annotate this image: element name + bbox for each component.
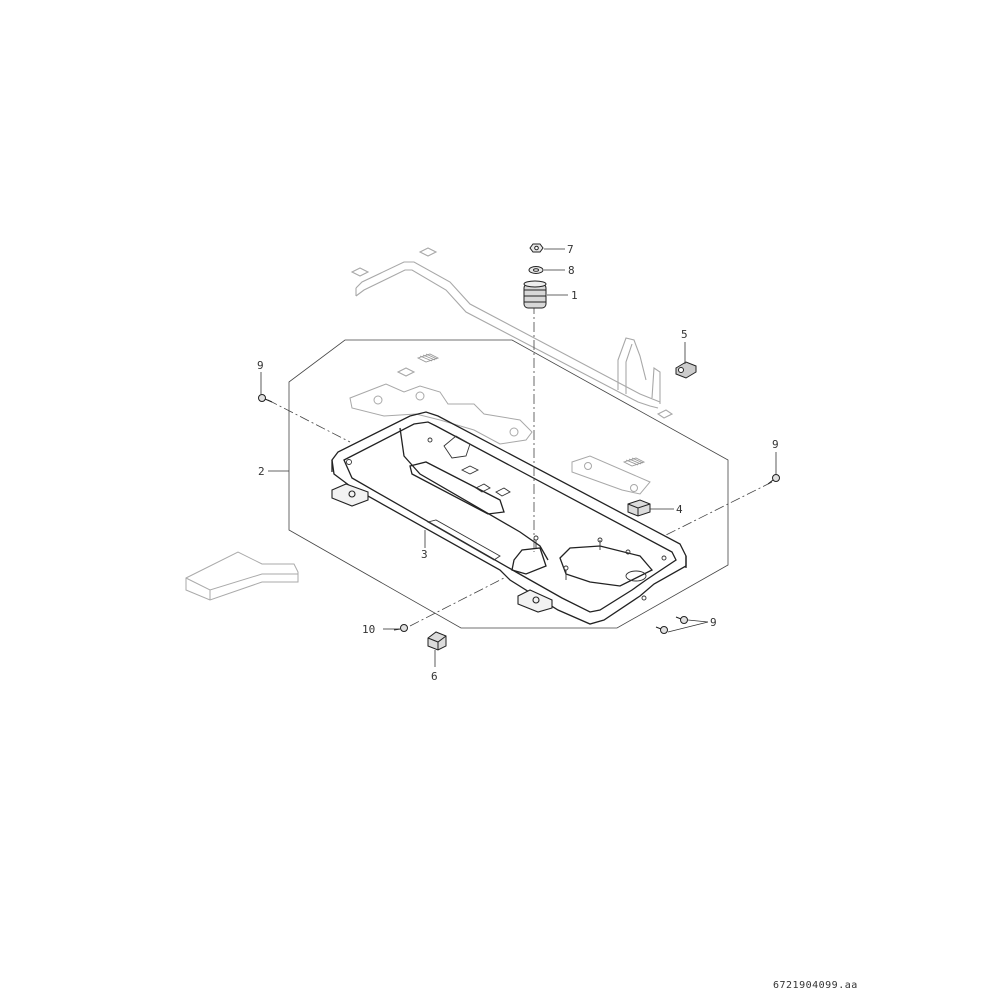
foam-pads — [416, 353, 646, 467]
leader-lines — [260, 248, 777, 667]
callout-2: 2 — [258, 465, 265, 478]
callout-1: 1 — [571, 289, 578, 302]
callout-7: 7 — [567, 243, 574, 256]
part-7-nut — [529, 243, 544, 253]
callout-9-left: 9 — [257, 359, 264, 372]
part-10-screw — [393, 624, 408, 632]
pipe-assembly — [350, 247, 674, 419]
callout-4: 4 — [676, 503, 683, 516]
part-5-clip — [675, 361, 697, 379]
base-tray — [331, 411, 687, 625]
packaging-block — [185, 551, 299, 601]
callout-3: 3 — [421, 548, 428, 561]
center-lines — [267, 304, 773, 627]
callout-10: 10 — [362, 623, 375, 636]
document-id: 6721904099.aa — [773, 980, 858, 991]
callout-labels: 7 8 1 5 4 6 2 3 9 9 9 10 — [257, 243, 779, 683]
part-6-pad — [427, 631, 447, 651]
insulation-plates — [349, 383, 651, 495]
callout-9-right: 9 — [772, 438, 779, 451]
callout-8: 8 — [568, 264, 575, 277]
tray-details — [346, 435, 667, 601]
part-4-pad — [627, 499, 651, 517]
base-frame-outline — [288, 339, 729, 629]
part-8-washer — [528, 266, 544, 274]
callout-6: 6 — [431, 670, 438, 683]
part-1-grommet — [523, 280, 547, 309]
part-9-screws — [258, 394, 780, 634]
callout-9-bottom: 9 — [710, 616, 717, 629]
callout-5: 5 — [681, 328, 688, 341]
mounting-feet — [331, 483, 553, 613]
